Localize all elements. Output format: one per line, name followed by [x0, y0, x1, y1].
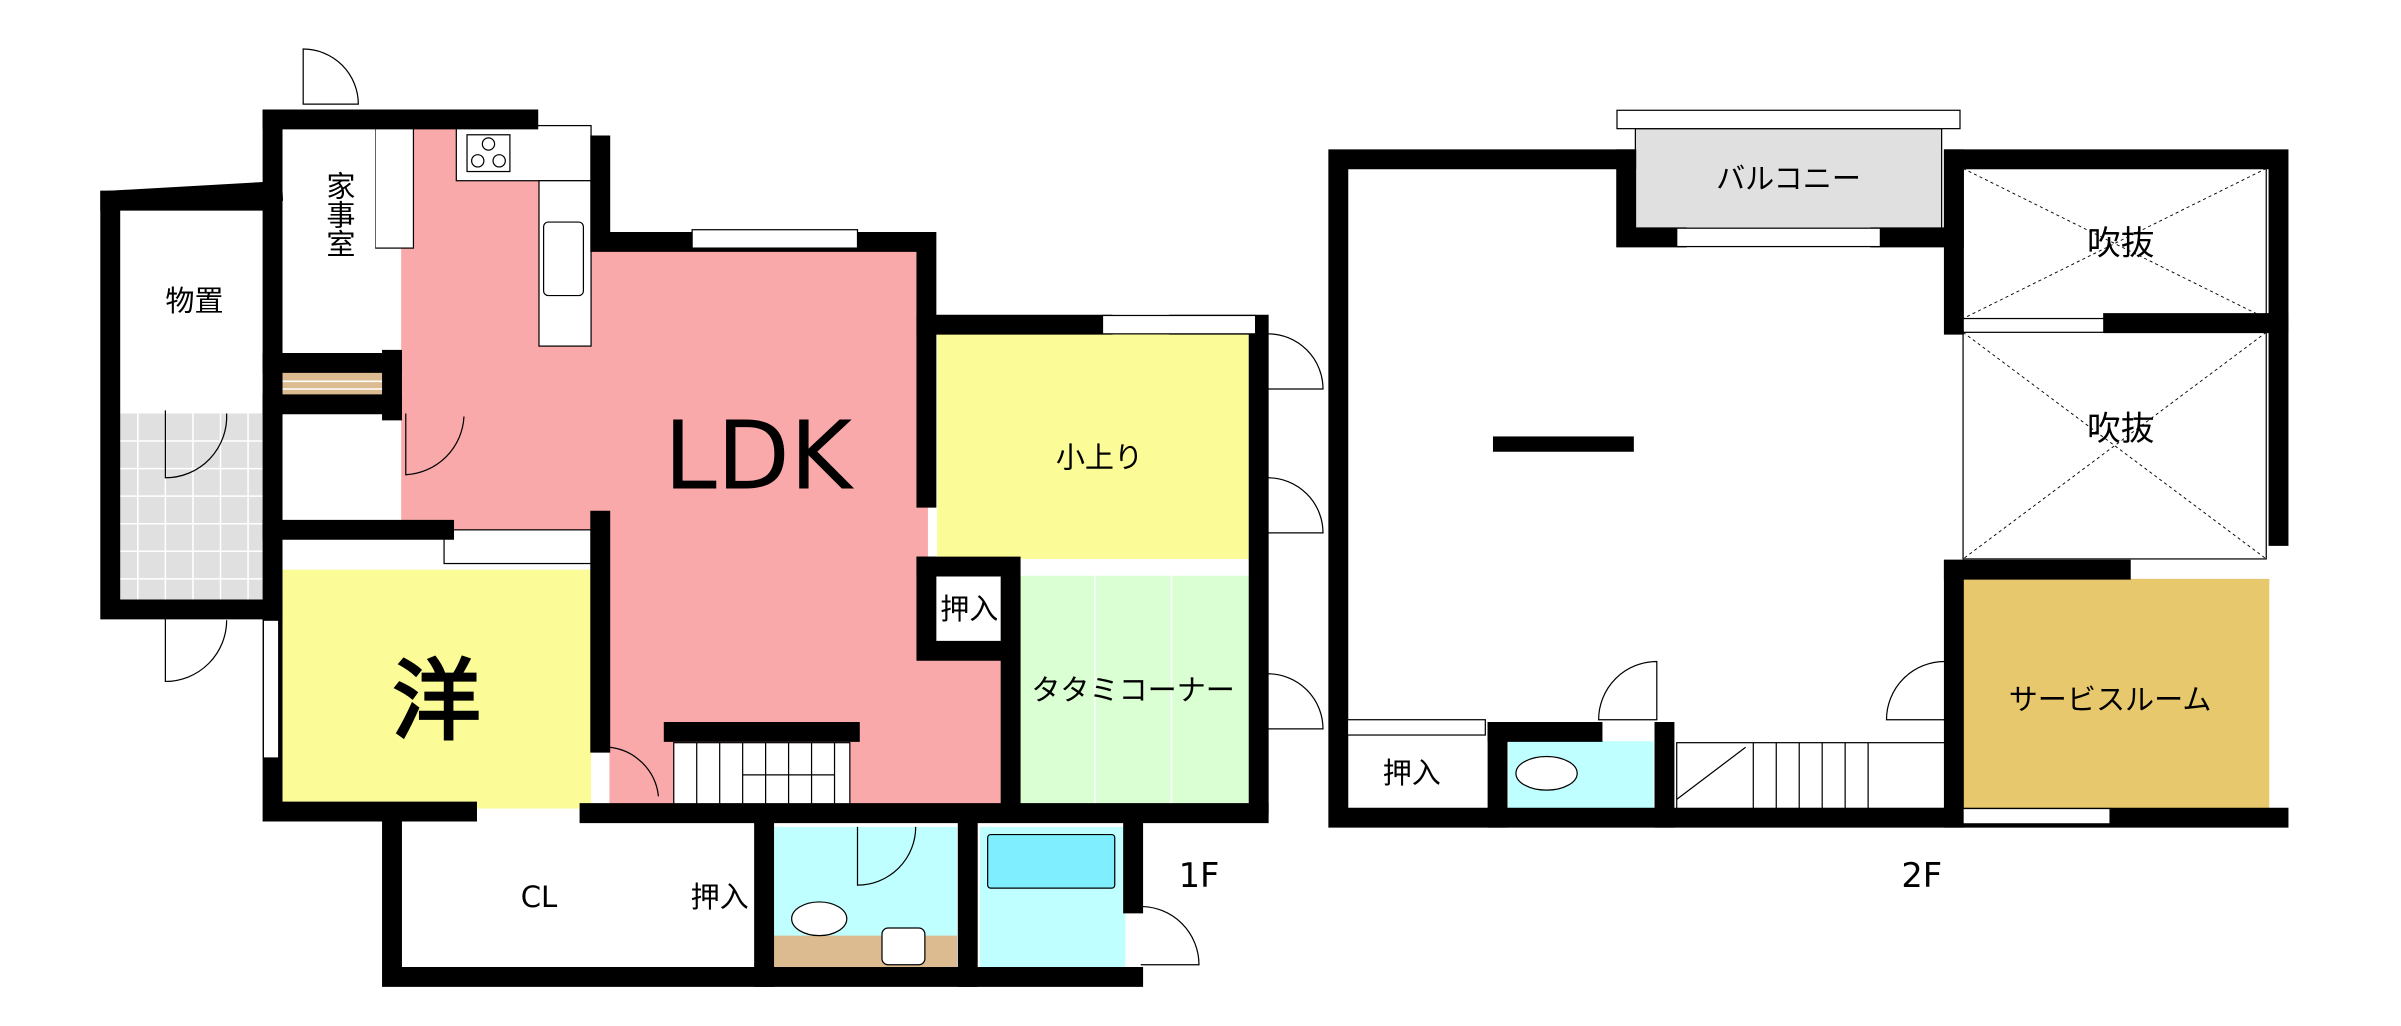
- burner-icon: [481, 137, 496, 151]
- label-closet-small: 押入: [940, 592, 998, 626]
- label-balcony: バルコニー: [1716, 162, 1861, 196]
- burner-icon: [471, 154, 485, 168]
- void-cross: [1962, 331, 2267, 560]
- door-icon: [1140, 905, 1200, 966]
- window-icon: [1962, 807, 2111, 825]
- label-cl: CL: [521, 880, 558, 914]
- label-ldk: LDK: [664, 401, 855, 511]
- storage-room: [110, 200, 273, 405]
- doors-2f: [1346, 227, 2111, 825]
- stair-steps: [696, 742, 836, 809]
- floor-2: バルコニー 吹抜 吹抜 サービスルーム 押入 2F: [1328, 109, 2289, 895]
- stairs-2f: [1676, 742, 1946, 810]
- window-icon: [691, 229, 859, 249]
- door-icon: [856, 826, 917, 886]
- tatami-lines: [1094, 575, 1173, 809]
- label-utility: 家事室: [322, 170, 356, 258]
- toilet-icon: [1515, 755, 1578, 791]
- balcony: [1634, 128, 1943, 231]
- vanity: [773, 935, 958, 968]
- void-cross: [1962, 331, 2267, 560]
- fridge-space: [374, 124, 415, 249]
- bathtub-icon: [987, 833, 1116, 889]
- window-icon: [1346, 719, 1486, 736]
- door-icon: [302, 48, 359, 105]
- floor-label-1f: 1F: [1179, 856, 1220, 895]
- utility-room: [278, 125, 376, 363]
- stairs-1f: [673, 742, 851, 810]
- window-icon: [262, 619, 280, 759]
- label-raised: 小上り: [1056, 440, 1143, 474]
- floor-label-2f: 2F: [1901, 856, 1942, 895]
- window-icon: [1101, 314, 1257, 335]
- cl-room: [401, 826, 758, 968]
- western-closet-strip: [443, 529, 592, 565]
- void-cross: [1962, 168, 2267, 319]
- door-icon: [405, 413, 465, 476]
- toilet-icon: [791, 901, 848, 937]
- door-icon: [1885, 660, 1945, 721]
- window-icon: [1676, 227, 1881, 248]
- label-closet: 押入: [691, 880, 749, 914]
- door-icon: [1267, 333, 1324, 390]
- door-icon: [164, 615, 228, 683]
- door-icon: [164, 410, 228, 479]
- door-icon: [609, 746, 660, 797]
- floor-1: 物置 家事室 LDK 洋 小上り 押入 タタミコーナー CL 押入 1F: [100, 48, 1324, 987]
- label-closet-2f: 押入: [1383, 756, 1441, 790]
- raised-room: [937, 333, 1252, 559]
- label-void-1: 吹抜: [2087, 224, 2154, 263]
- label-storage: 物置: [165, 284, 223, 318]
- doors-1f: [164, 48, 1324, 966]
- door-icon: [1267, 477, 1324, 534]
- label-service-room: サービスルーム: [2009, 682, 2212, 716]
- label-tatami: タタミコーナー: [1031, 673, 1235, 707]
- balcony-rail: [1616, 109, 1961, 130]
- basin-icon: [881, 927, 926, 966]
- door-icon: [1598, 660, 1658, 721]
- wall-bar: [1492, 436, 1634, 452]
- burner-icon: [492, 154, 506, 168]
- tatami-room: [1018, 575, 1252, 809]
- label-western: 洋: [392, 650, 481, 753]
- service-room: [1963, 578, 2270, 809]
- door-icon: [1267, 673, 1324, 730]
- western-room: [278, 569, 592, 809]
- stair-steps: [1676, 742, 1869, 809]
- stove-icon: [466, 134, 511, 173]
- tile-grid: [110, 413, 273, 610]
- void-cross: [1962, 168, 2267, 319]
- walls-2f: [1328, 149, 2289, 828]
- sink-icon: [542, 221, 585, 297]
- label-void-2: 吹抜: [2087, 409, 2154, 448]
